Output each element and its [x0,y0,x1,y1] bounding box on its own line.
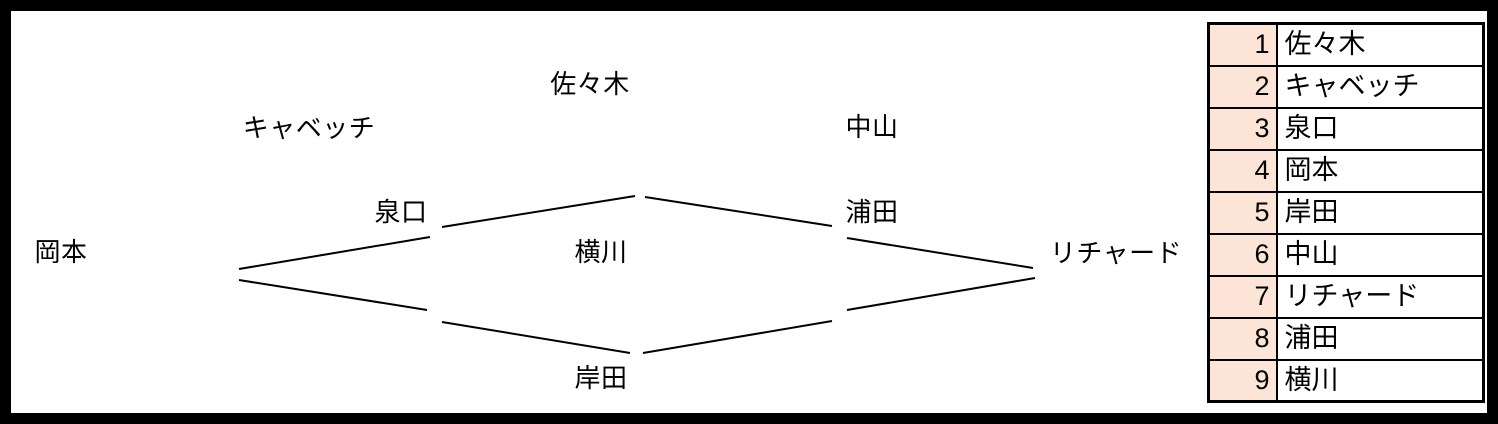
table-cell-number: 7 [1207,274,1278,319]
table-cell-number: 5 [1207,190,1278,235]
label-nakayama: 中山 [845,112,899,142]
bracket-line [846,277,1036,311]
table-cell-name: キャベッチ [1275,64,1485,109]
table-cell-name: 浦田 [1275,316,1485,361]
label-kishida: 岸田 [574,363,628,393]
bracket-line [846,237,1034,269]
label-urata: 浦田 [845,197,899,227]
table-cell-number: 6 [1207,232,1278,277]
table-cell-name: 佐々木 [1275,22,1485,67]
table-cell-number: 9 [1207,358,1278,403]
table-cell-name: リチャード [1275,274,1485,319]
table-cell-number: 4 [1207,148,1278,193]
label-richard: リチャード [1049,238,1183,268]
bracket-line [238,236,431,270]
table-cell-number: 3 [1207,106,1278,151]
table-cell-name: 泉口 [1275,106,1485,151]
label-izumiguchi: 泉口 [374,197,428,227]
table-cell-number: 1 [1207,22,1278,67]
bracket-line [441,321,631,354]
table-cell-number: 8 [1207,316,1278,361]
table-cell-name: 横川 [1275,358,1485,403]
bracket-line [642,320,833,354]
bracket-line [644,196,833,227]
bracket-line [441,195,636,228]
table-cell-number: 2 [1207,64,1278,109]
bracket-line [238,279,428,311]
table-cell-name: 中山 [1275,232,1485,277]
label-kyabetchi: キャベッチ [242,113,376,143]
label-yokokawa: 横川 [574,237,628,267]
label-sasaki: 佐々木 [550,69,630,99]
label-okamoto: 岡本 [34,237,88,267]
table-cell-name: 岡本 [1275,148,1485,193]
table-cell-name: 岸田 [1275,190,1485,235]
